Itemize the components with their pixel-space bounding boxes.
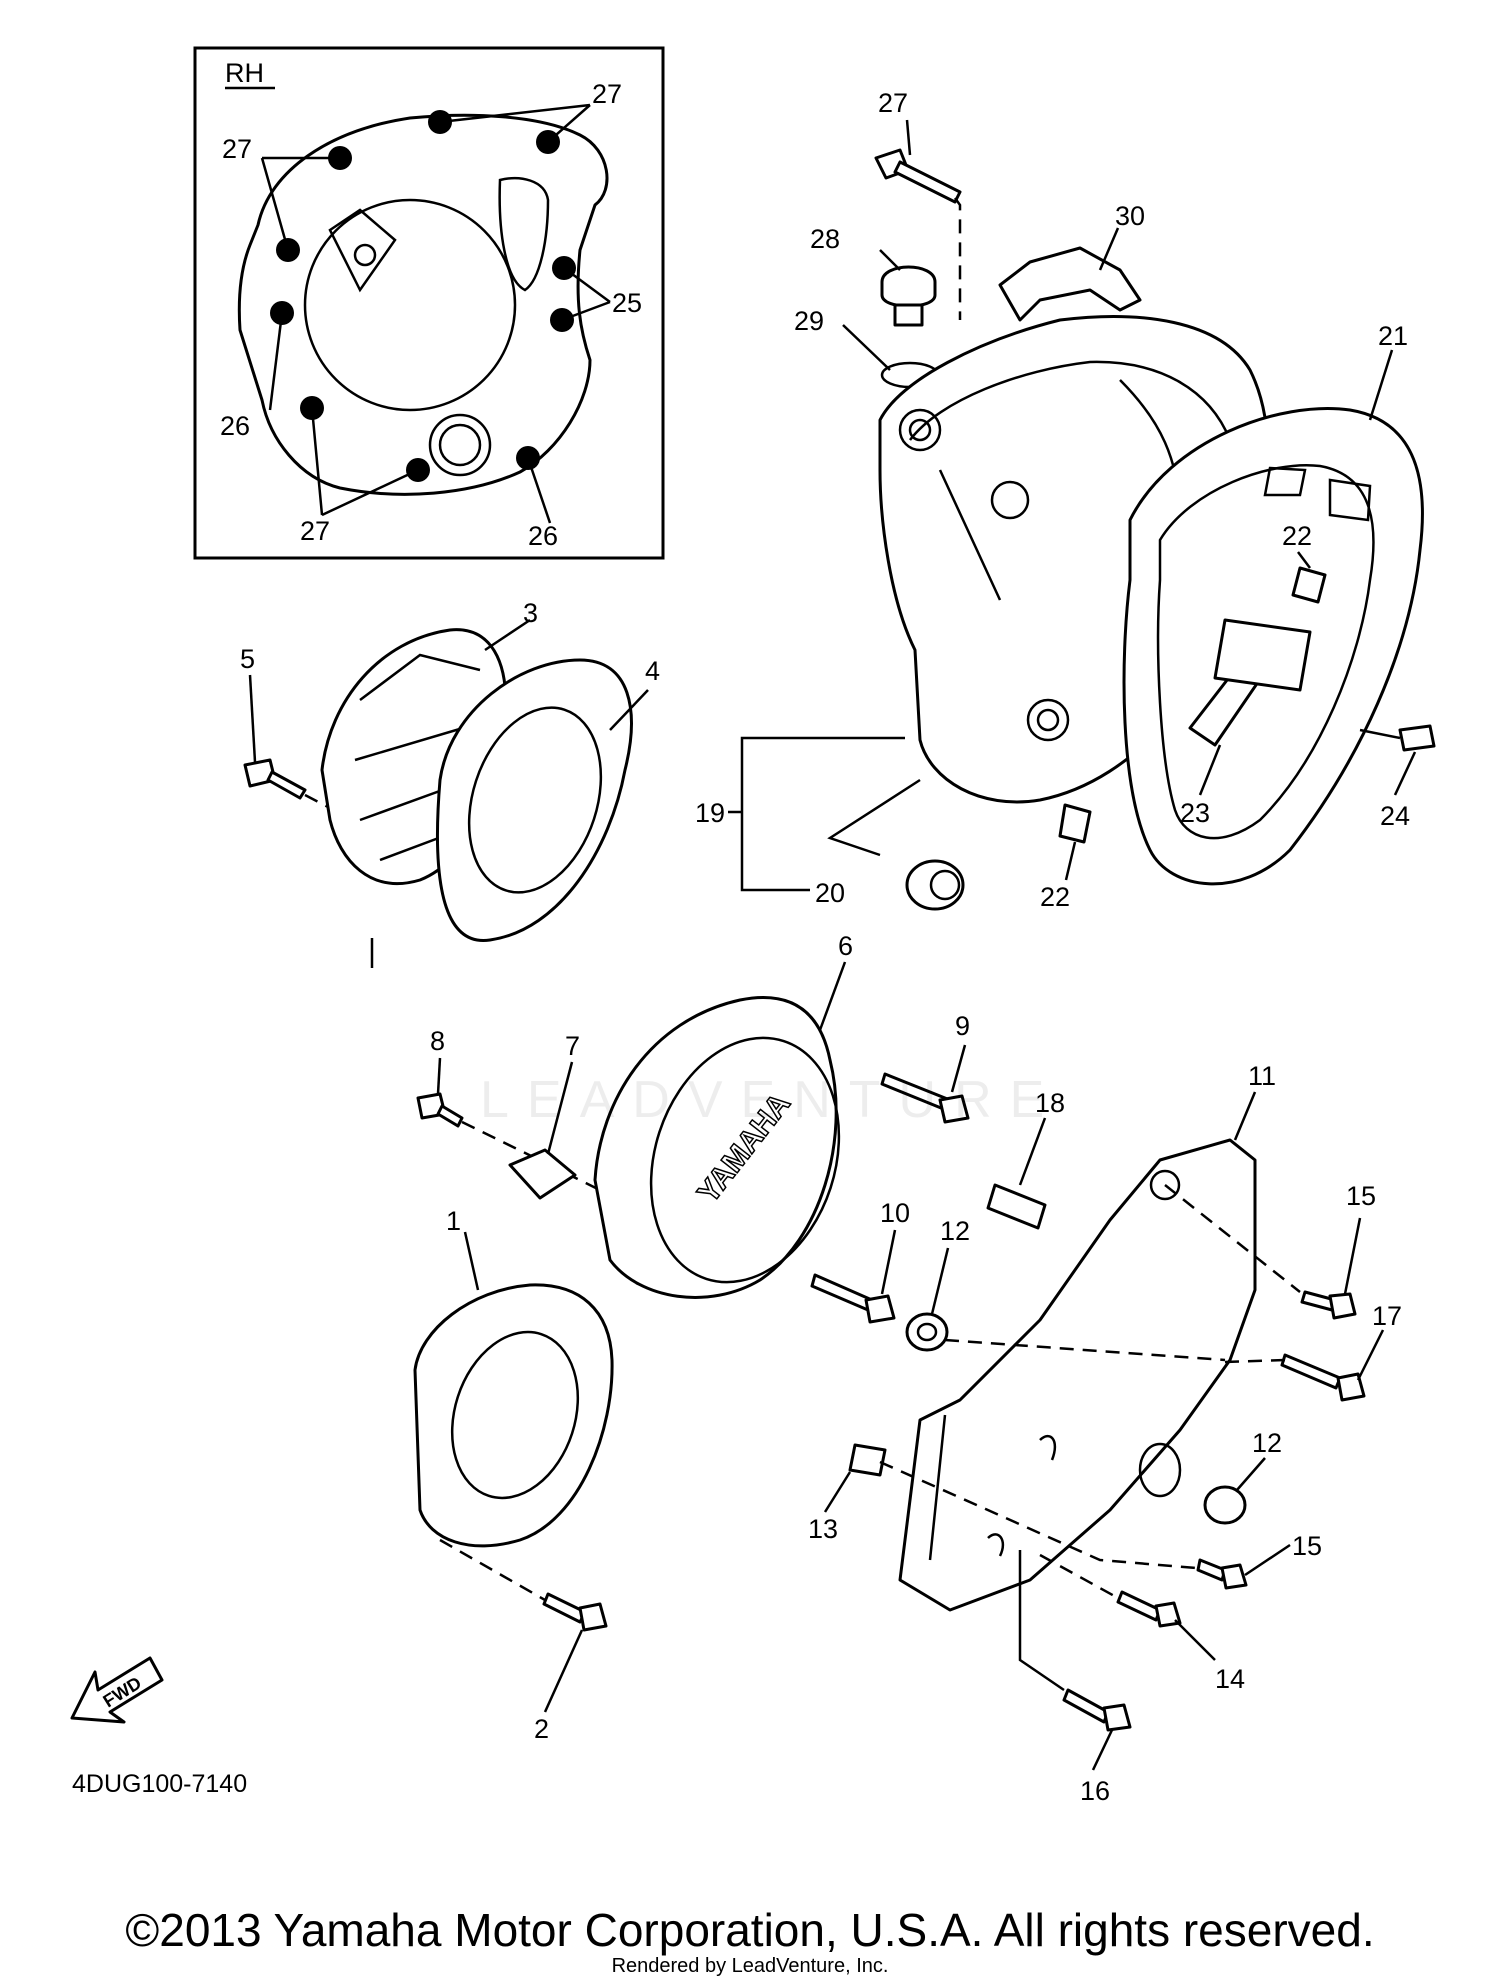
callout-18: 18 [1035, 1088, 1065, 1118]
diagram-code: 4DUG100-7140 [72, 1770, 248, 1798]
crankcase-cover-group: 27 30 28 29 21 22 19 23 24 20 22 [695, 88, 1436, 912]
callout-11: 11 [1248, 1061, 1276, 1091]
inset-callout-25: 25 [612, 288, 642, 318]
callout-9: 9 [955, 1011, 970, 1041]
inset-callout-26-left: 26 [220, 411, 250, 441]
copyright-notice: ©2013 Yamaha Motor Corporation, U.S.A. A… [125, 1904, 1375, 1956]
callout-8: 8 [430, 1026, 445, 1056]
callout-30: 30 [1115, 201, 1145, 231]
chain-cover-group: 11 18 15 12 17 12 13 15 14 16 [808, 1061, 1402, 1806]
watermark: LEADVENTURE [480, 1071, 1063, 1129]
callout-12-upper: 12 [940, 1216, 970, 1246]
callout-13: 13 [808, 1514, 838, 1544]
callout-28: 28 [810, 224, 840, 254]
inset-callout-27-top: 27 [592, 79, 622, 109]
callout-22-lower: 22 [1040, 882, 1070, 912]
small-cover-group: 1 2 [413, 1206, 614, 1744]
callout-16: 16 [1080, 1776, 1110, 1806]
callout-20: 20 [815, 878, 845, 908]
callout-10: 10 [880, 1198, 910, 1228]
callout-15-lower: 15 [1292, 1531, 1322, 1561]
callout-4: 4 [645, 656, 660, 686]
callout-14: 14 [1215, 1664, 1245, 1694]
small-cover [413, 1283, 614, 1548]
inset-callout-27-left: 27 [222, 134, 252, 164]
inset-callout-26-bottom: 26 [528, 521, 558, 551]
inset-callout-27-bottom: 27 [300, 516, 330, 546]
callout-22-upper: 22 [1282, 521, 1312, 551]
callout-17: 17 [1372, 1301, 1402, 1331]
callout-21: 21 [1378, 321, 1408, 351]
cover-plate-group: 5 3 4 [240, 598, 660, 968]
callout-1: 1 [446, 1206, 461, 1236]
callout-19: 19 [695, 798, 725, 828]
callout-3: 3 [523, 598, 538, 628]
callout-5: 5 [240, 644, 255, 674]
inset-label: RH [225, 58, 264, 88]
rh-inset: RH 27 27 25 26 27 26 [193, 46, 665, 560]
cover-plate-gasket [436, 658, 633, 942]
callout-29: 29 [794, 306, 824, 336]
rh-clutch-cover [237, 113, 609, 496]
rendered-by-note: Rendered by LeadVenture, Inc. [611, 1955, 889, 1977]
callout-23: 23 [1180, 798, 1210, 828]
callout-24: 24 [1380, 801, 1410, 831]
callout-6: 6 [838, 931, 853, 961]
callout-12-lower: 12 [1252, 1428, 1282, 1458]
fwd-arrow-icon: FWD [70, 1656, 164, 1724]
callout-7: 7 [565, 1031, 580, 1061]
callout-15-upper: 15 [1346, 1181, 1376, 1211]
callout-2: 2 [534, 1714, 549, 1744]
generator-cover-group: YAMAHA 8 7 6 9 10 [416, 931, 970, 1324]
chain-cover [898, 1138, 1257, 1612]
callout-27: 27 [878, 88, 908, 118]
generator-cover [593, 996, 838, 1299]
